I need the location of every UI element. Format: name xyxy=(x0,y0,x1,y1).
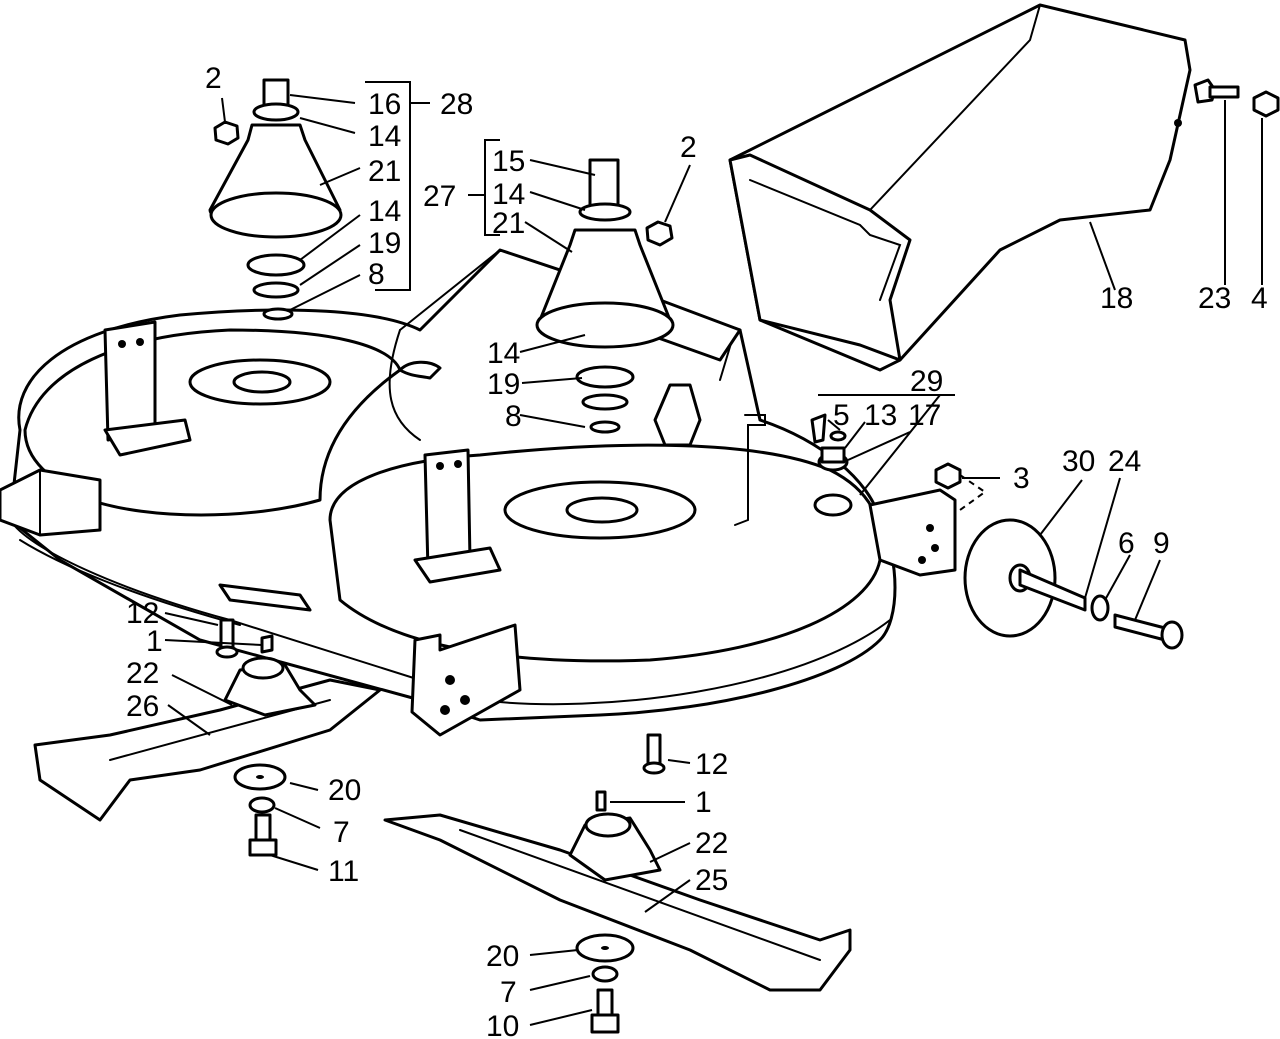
callout-2-left: 2 xyxy=(205,62,222,95)
callout-19-center: 19 xyxy=(487,368,520,401)
callout-4: 4 xyxy=(1251,282,1268,315)
callout-29: 29 xyxy=(910,365,943,398)
callout-22-right: 22 xyxy=(695,827,728,860)
callout-5: 5 xyxy=(833,399,850,432)
callout-7-left: 7 xyxy=(333,816,350,849)
callout-14-center-lower: 14 xyxy=(487,337,520,370)
nut-3 xyxy=(934,462,987,511)
callout-20-left: 20 xyxy=(328,774,361,807)
left-spindle-assembly xyxy=(208,78,343,321)
callout-21-left: 21 xyxy=(368,155,401,188)
washer-13 xyxy=(829,430,847,442)
callout-17: 17 xyxy=(908,399,941,432)
callout-15: 15 xyxy=(492,145,525,178)
callout-28: 28 xyxy=(440,88,473,121)
callout-14-left-upper: 14 xyxy=(368,120,401,153)
callout-8-left: 8 xyxy=(368,258,385,291)
callout-23: 23 xyxy=(1198,282,1231,315)
callout-24: 24 xyxy=(1108,445,1141,478)
callout-12-right: 12 xyxy=(695,748,728,781)
callout-14-left-lower: 14 xyxy=(368,195,401,228)
center-spindle-assembly xyxy=(535,158,675,434)
callout-14-center-upper: 14 xyxy=(492,178,525,211)
callout-19-left: 19 xyxy=(368,227,401,260)
callout-22-left: 22 xyxy=(126,657,159,690)
callout-30: 30 xyxy=(1062,445,1095,478)
callout-8-center: 8 xyxy=(505,400,522,433)
callout-21-center: 21 xyxy=(492,207,525,240)
wheel-assembly xyxy=(963,518,1184,650)
callout-11: 11 xyxy=(328,855,359,888)
callout-labels: 2 16 28 14 21 14 19 8 15 2 27 14 21 14 1… xyxy=(126,62,1268,1039)
callout-7-right: 7 xyxy=(500,976,517,1009)
callout-12-left: 12 xyxy=(126,597,159,630)
callout-27: 27 xyxy=(423,180,456,213)
right-blade-assembly xyxy=(383,733,852,1034)
callout-1-left: 1 xyxy=(146,625,163,658)
callout-26: 26 xyxy=(126,690,159,723)
callout-6: 6 xyxy=(1118,527,1135,560)
screw-5 xyxy=(810,413,827,444)
bolt-23 xyxy=(1193,78,1240,104)
leader-lines xyxy=(164,81,1263,1026)
mower-deck xyxy=(0,248,957,737)
bushing-17 xyxy=(817,446,849,472)
discharge-chute xyxy=(728,3,1192,372)
callout-25: 25 xyxy=(695,864,728,897)
callout-16: 16 xyxy=(368,88,401,121)
callout-2-center: 2 xyxy=(680,131,697,164)
left-blade-assembly xyxy=(33,618,382,857)
callout-9: 9 xyxy=(1153,527,1170,560)
callout-1-right: 1 xyxy=(695,786,712,819)
callout-13: 13 xyxy=(864,399,897,432)
callout-20-right: 20 xyxy=(486,940,519,973)
callout-10: 10 xyxy=(486,1010,519,1039)
callout-3: 3 xyxy=(1013,462,1030,495)
callout-18: 18 xyxy=(1100,282,1133,315)
nut-4 xyxy=(1252,90,1280,118)
